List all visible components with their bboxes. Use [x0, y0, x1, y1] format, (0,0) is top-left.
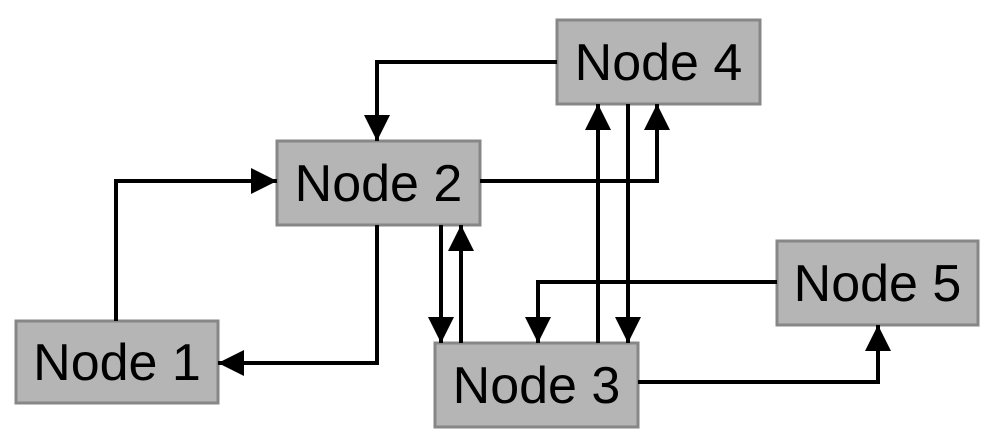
node-box-node1 — [14, 319, 220, 405]
node-label-node4: Node 4 — [575, 34, 743, 92]
edge-node3-to-node5 — [638, 325, 891, 384]
node-label-node1: Node 1 — [33, 334, 201, 392]
node-box-node2 — [275, 139, 482, 227]
node-label-node2: Node 2 — [295, 155, 463, 213]
node-label-node3: Node 3 — [453, 357, 621, 415]
diagram-node-node1: Node 1 — [14, 319, 220, 405]
diagram-node-node5: Node 5 — [775, 239, 980, 327]
node-label-node5: Node 5 — [794, 255, 962, 313]
edge-node2-to-node1 — [218, 225, 379, 376]
edge-node1-to-node2 — [114, 168, 277, 321]
node-box-node4 — [555, 18, 762, 106]
edge-node2-to-node4 — [480, 104, 670, 183]
edges-layer — [114, 60, 891, 384]
edge-node4-to-node2 — [364, 60, 557, 141]
diagram-node-node3: Node 3 — [433, 341, 640, 429]
diagram-node-node2: Node 2 — [275, 139, 482, 227]
edge-node5-to-node3 — [525, 280, 777, 343]
diagram-node-node4: Node 4 — [555, 18, 762, 106]
nodes-layer: Node 1 Node 2 Node 3 Node 4 Node 5 — [14, 18, 980, 429]
